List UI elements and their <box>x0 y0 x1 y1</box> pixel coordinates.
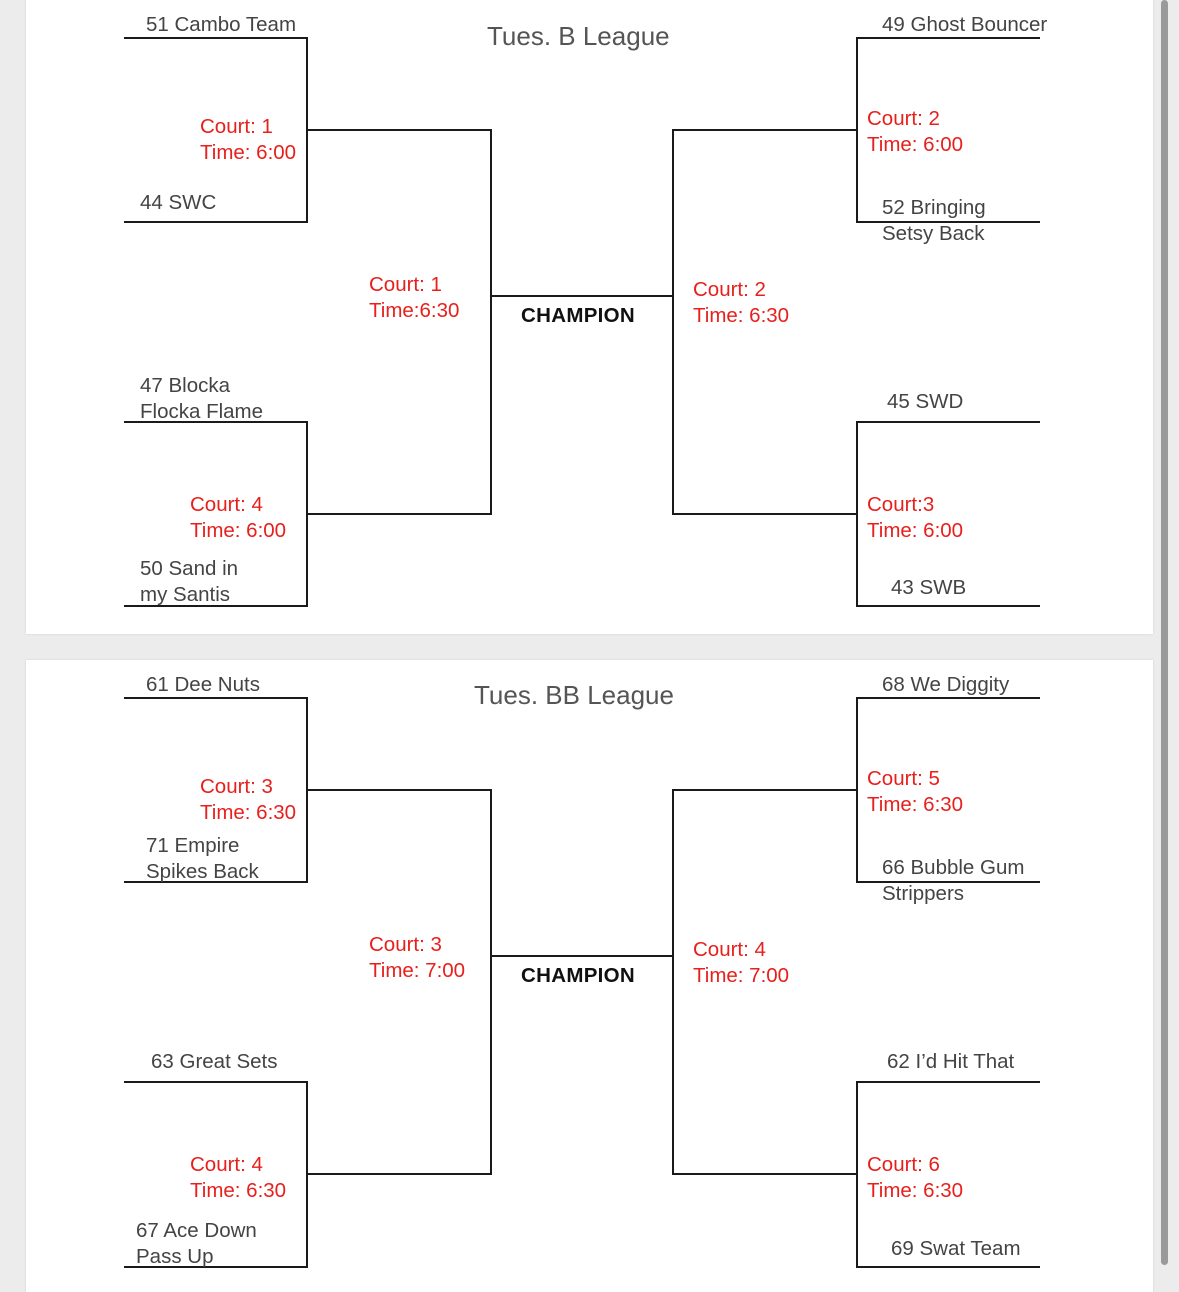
bracket-line <box>672 789 858 791</box>
bracket-line <box>672 129 674 515</box>
bracket-line <box>856 221 1040 223</box>
bracket-line <box>306 789 492 791</box>
bracket-line <box>306 1173 492 1175</box>
game-info: Court: 1 Time: 6:00 <box>200 115 297 164</box>
team-name: 49 Ghost Bouncer <box>882 13 1048 36</box>
game-info: Court: 5 Time: 6:30 <box>867 767 964 816</box>
game-info: Court: 3 Time: 7:00 <box>369 933 466 982</box>
bracket-page-tues-bb-league: Tues. BB League CHAMPION 61 Dee Nuts 71 … <box>26 660 1153 1292</box>
bracket-line <box>124 697 308 699</box>
bracket-line <box>124 37 308 39</box>
bracket-line <box>856 697 858 883</box>
bracket-line <box>856 605 1040 607</box>
game-info: Court: 4 Time: 6:00 <box>190 493 287 542</box>
team-name: 43 SWB <box>891 576 967 599</box>
bracket-line <box>124 881 308 883</box>
bracket-line <box>124 605 308 607</box>
champion-label: CHAMPION <box>521 304 636 327</box>
team-name: 62 I’d Hit That <box>887 1050 1015 1073</box>
team-name: 67 Ace Down Pass Up <box>136 1219 257 1268</box>
game-info: Court:3 Time: 6:00 <box>867 493 964 542</box>
game-info: Court: 3 Time: 6:30 <box>200 775 297 824</box>
bracket-title: Tues. BB League <box>474 680 674 710</box>
game-info: Court: 2 Time: 6:00 <box>867 107 964 156</box>
bracket-line <box>672 513 858 515</box>
bracket-line <box>124 421 308 423</box>
bracket-line <box>306 513 492 515</box>
team-name: 45 SWD <box>887 390 964 413</box>
champion-label: CHAMPION <box>521 964 636 987</box>
team-name: 50 Sand in my Santis <box>140 557 239 606</box>
team-name: 71 Empire Spikes Back <box>146 834 259 883</box>
bracket-line <box>856 37 858 223</box>
bracket-line <box>306 129 492 131</box>
bracket-title: Tues. B League <box>487 21 670 51</box>
bracket-line <box>124 221 308 223</box>
bracket-line <box>490 129 492 515</box>
team-name: 69 Swat Team <box>891 1237 1021 1260</box>
game-info: Court: 6 Time: 6:30 <box>867 1153 964 1202</box>
game-info: Court: 1 Time:6:30 <box>369 273 460 322</box>
game-info: Court: 4 Time: 7:00 <box>693 938 790 987</box>
bracket-line <box>490 295 674 297</box>
bracket-line <box>672 129 858 131</box>
bracket-line <box>856 1081 858 1268</box>
game-info: Court: 2 Time: 6:30 <box>693 278 790 327</box>
scrollbar[interactable] <box>1161 0 1168 1265</box>
bracket-line <box>856 881 1040 883</box>
team-name: 68 We Diggity <box>882 673 1010 696</box>
team-name: 44 SWC <box>140 191 217 214</box>
bracket-line <box>124 1266 308 1268</box>
bracket-line <box>672 789 674 1175</box>
bracket-line <box>856 421 858 607</box>
bracket-line <box>490 789 492 1175</box>
bracket-line <box>490 955 674 957</box>
bracket-line <box>856 421 1040 423</box>
bracket-line <box>856 1266 1040 1268</box>
bracket-page-tues-b-league: Tues. B League CHAMPION 51 Cambo Team 44… <box>26 0 1153 634</box>
team-name: 66 Bubble Gum Strippers <box>882 856 1025 905</box>
team-name: 51 Cambo Team <box>146 13 297 36</box>
team-name: 63 Great Sets <box>151 1050 278 1073</box>
game-info: Court: 4 Time: 6:30 <box>190 1153 287 1202</box>
bracket-line <box>672 1173 858 1175</box>
bracket-line <box>856 1081 1040 1083</box>
team-name: 47 Blocka Flocka Flame <box>140 374 264 423</box>
team-name: 61 Dee Nuts <box>146 673 260 696</box>
bracket-line <box>856 697 1040 699</box>
bracket-line <box>856 37 1040 39</box>
team-name: 52 Bringing Setsy Back <box>882 196 986 245</box>
bracket-line <box>124 1081 308 1083</box>
